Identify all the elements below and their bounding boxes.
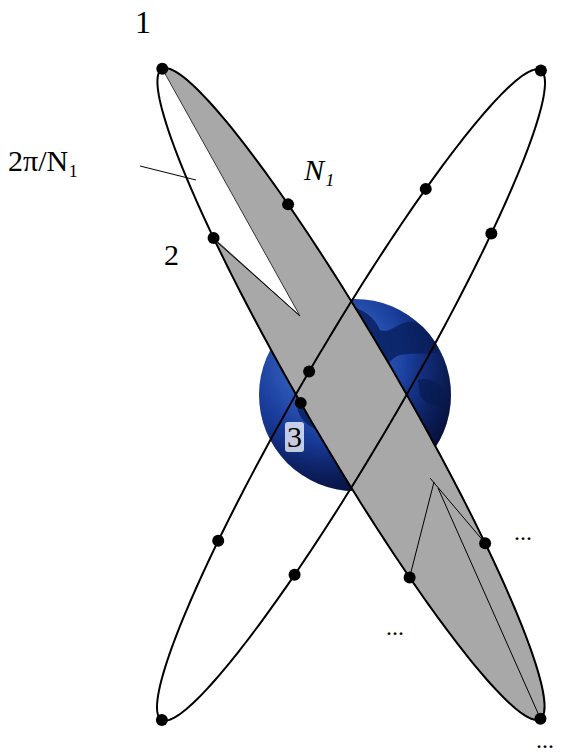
- count-label: N₁: [304, 155, 334, 185]
- leader-line: [140, 166, 196, 180]
- satellite-dot: [420, 183, 432, 195]
- satellite-dot: [208, 232, 220, 244]
- satellite-dot: [534, 713, 546, 725]
- ellipsis-mark: ...: [536, 728, 554, 752]
- satellite-dot: [295, 397, 307, 409]
- satellite-dot: [303, 366, 315, 378]
- radius-line: [410, 482, 434, 577]
- satellite-dot: [404, 571, 416, 583]
- area-sector: [162, 69, 544, 720]
- radius-line: [218, 243, 300, 316]
- angle-label: 2π/N₁: [8, 146, 79, 176]
- orbit-ellipse: [157, 68, 544, 720]
- point-number: 2: [164, 240, 179, 270]
- point-number: 1: [135, 6, 151, 38]
- satellite-dot: [156, 714, 168, 726]
- satellite-dot: [282, 198, 294, 210]
- satellite-dot: [479, 537, 491, 549]
- ellipsis-mark: ...: [514, 520, 532, 544]
- satellite-dot: [535, 64, 547, 76]
- satellite-dot: [485, 227, 497, 239]
- radius-line: [430, 478, 485, 543]
- satellite-dot: [212, 535, 224, 547]
- satellite-dot: [289, 569, 301, 581]
- radius-line: [438, 488, 540, 719]
- point-number: 3: [285, 422, 304, 452]
- orbit-paths: [140, 63, 547, 726]
- ellipsis-mark: ...: [386, 615, 404, 639]
- satellite-dot: [156, 63, 168, 75]
- orbit-ellipse: [157, 69, 545, 720]
